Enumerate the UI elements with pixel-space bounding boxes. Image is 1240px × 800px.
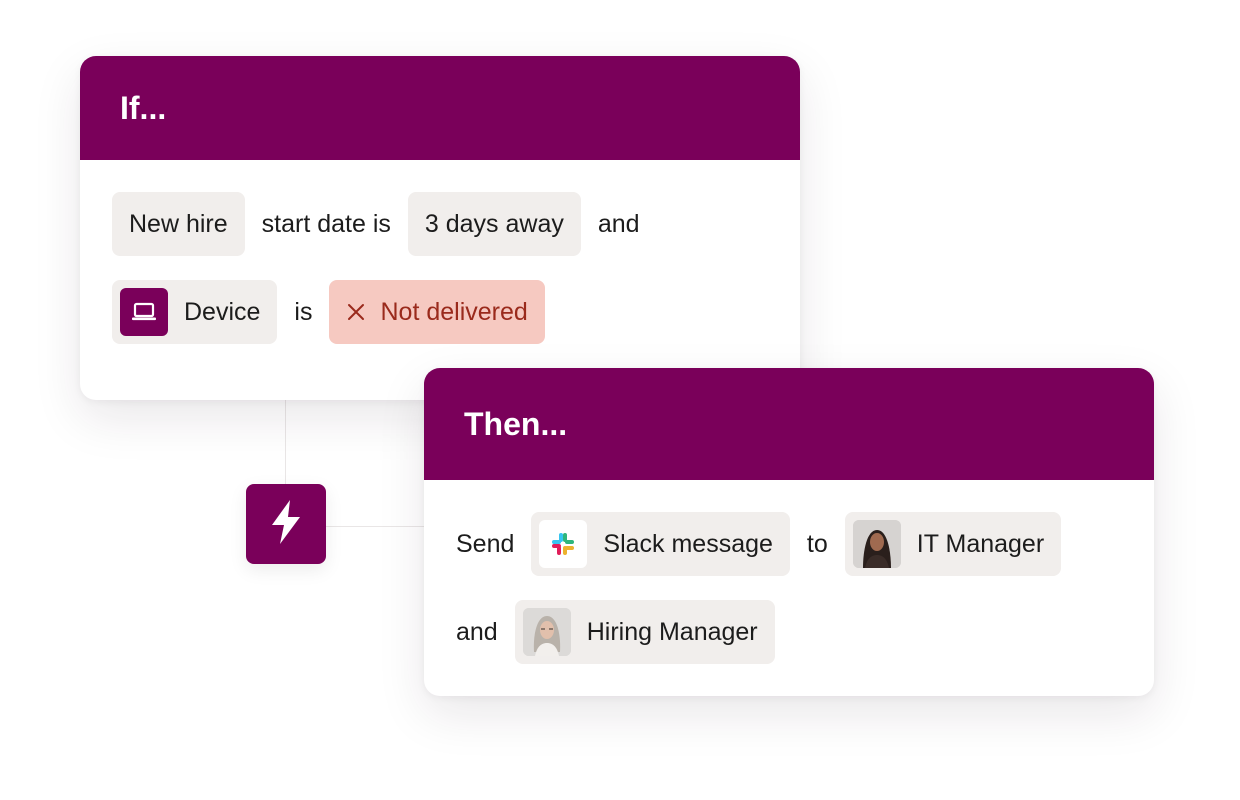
if-card-title: If... (120, 89, 167, 126)
then-card-title: Then... (464, 405, 568, 442)
and-text: and (597, 209, 640, 238)
then-row-2: and Hiring Manager (439, 600, 775, 664)
send-text: Send (456, 529, 515, 558)
it-manager-avatar (852, 520, 901, 568)
close-x-icon (346, 302, 366, 322)
connector-line-horizontal (326, 526, 428, 527)
slack-message-chip[interactable]: Slack message (531, 512, 790, 576)
new-hire-chip[interactable]: New hire (112, 192, 245, 256)
slack-logo-icon (539, 520, 588, 568)
device-chip[interactable]: Device (112, 280, 278, 344)
then-action-card: Then... Send Slack message to (424, 368, 1154, 696)
laptop-icon (120, 288, 168, 336)
it-manager-chip[interactable]: IT Manager (844, 512, 1062, 576)
to-text: to (806, 529, 828, 558)
is-text: is (294, 297, 313, 326)
slack-message-chip-label: Slack message (603, 529, 773, 558)
if-row-2: Device is Not delivered (112, 280, 545, 344)
hiring-manager-avatar (522, 608, 571, 656)
then-card-header: Then... (424, 368, 1154, 480)
and-text-2: and (456, 617, 498, 646)
not-delivered-chip[interactable]: Not delivered (329, 280, 545, 344)
not-delivered-chip-label: Not delivered (380, 297, 528, 326)
device-chip-label: Device (184, 297, 261, 326)
days-away-chip-label: 3 days away (424, 209, 564, 238)
it-manager-chip-label: IT Manager (916, 529, 1045, 558)
condition-text: start date is (261, 209, 391, 238)
days-away-chip[interactable]: 3 days away (407, 192, 581, 256)
then-row-1: Send Slack message to (439, 512, 1062, 576)
if-condition-card: If... New hire start date is 3 days away… (80, 56, 800, 400)
if-row-1: New hire start date is 3 days away and (112, 192, 657, 256)
hiring-manager-chip[interactable]: Hiring Manager (514, 600, 775, 664)
hiring-manager-chip-label: Hiring Manager (586, 617, 758, 646)
connector-line-vertical (285, 395, 286, 485)
lightning-bolt-icon (268, 498, 304, 551)
new-hire-chip-label: New hire (129, 209, 228, 238)
trigger-button[interactable] (246, 484, 326, 564)
if-card-header: If... (80, 56, 800, 160)
